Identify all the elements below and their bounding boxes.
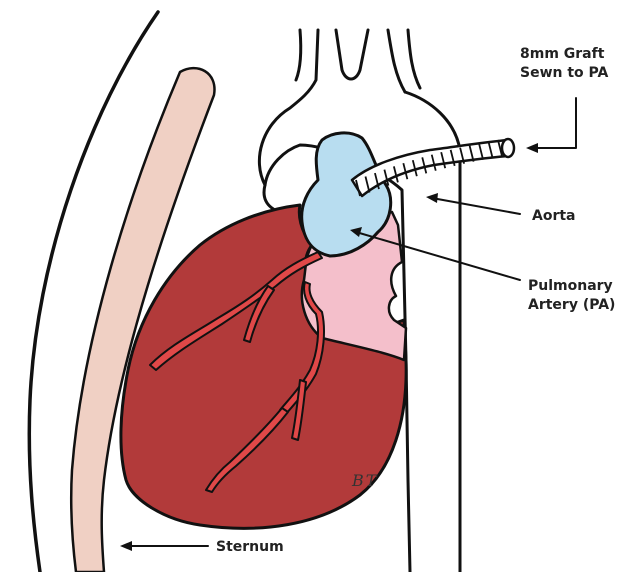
arch-branch-left xyxy=(296,30,301,80)
graft-label-line2: Sewn to PA xyxy=(520,65,609,81)
graft-arrow-line xyxy=(532,98,576,148)
pa-label-line1: Pulmonary xyxy=(528,278,613,294)
graft-tube xyxy=(352,139,514,196)
graft-label-line1: 8mm Graft xyxy=(520,46,605,62)
pa-label-line2: Artery (PA) xyxy=(528,297,615,313)
arch-branch-right xyxy=(388,30,420,92)
sternum-arrowhead xyxy=(120,541,132,551)
aorta-label: Aorta xyxy=(532,208,576,224)
aortic-arch-left xyxy=(259,30,318,185)
arch-branch-middle xyxy=(336,30,368,79)
aorta-arrow-line xyxy=(432,198,520,214)
graft-body xyxy=(352,140,508,196)
graft-end xyxy=(502,139,514,157)
aorta-arrowhead xyxy=(426,193,438,203)
graft-arrowhead xyxy=(526,143,538,153)
sternum-label: Sternum xyxy=(216,539,284,555)
artist-signature: BT xyxy=(351,471,378,490)
